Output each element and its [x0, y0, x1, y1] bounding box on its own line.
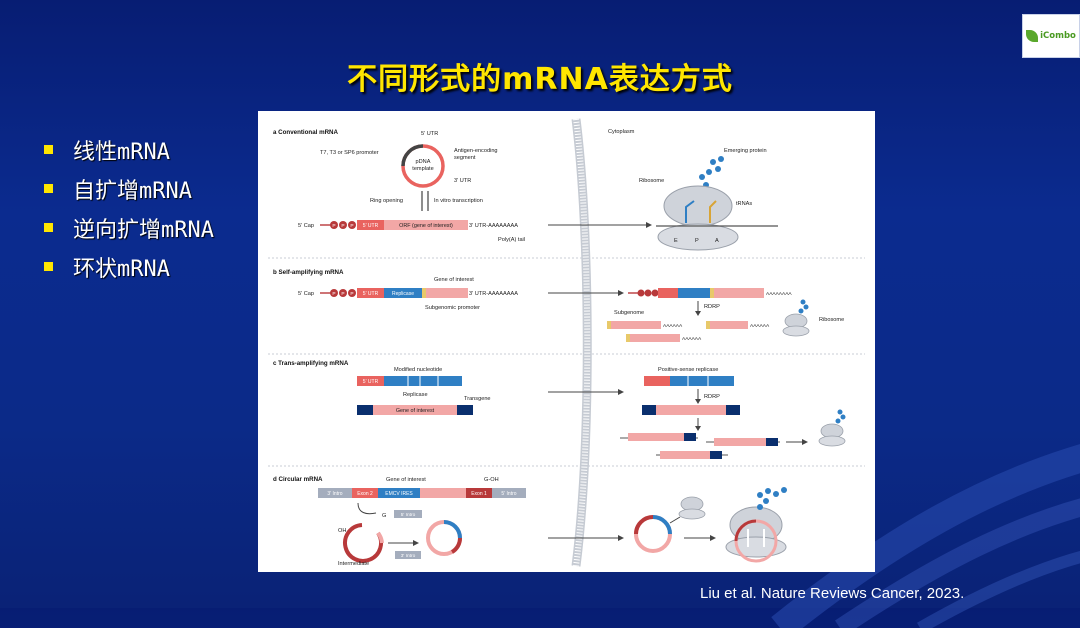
svg-text:tRNAs: tRNAs: [736, 201, 752, 207]
svg-text:G-OH: G-OH: [484, 477, 499, 483]
svg-text:5' Intro: 5' Intro: [401, 512, 416, 518]
svg-text:Intermediate: Intermediate: [338, 561, 369, 567]
svg-text:E: E: [674, 238, 678, 244]
svg-text:Subgenomic promoter: Subgenomic promoter: [425, 305, 480, 311]
svg-text:AAAAAAAA: AAAAAAAA: [766, 291, 792, 297]
svg-text:Positive-sense replicase: Positive-sense replicase: [658, 367, 718, 373]
svg-text:Subgenome: Subgenome: [614, 310, 644, 316]
intermediate-ring: [343, 523, 384, 563]
svg-text:Ribosome: Ribosome: [639, 178, 664, 184]
svg-text:Replicase: Replicase: [392, 291, 414, 297]
svg-text:3' Intro: 3' Intro: [401, 553, 416, 559]
bullet-item: 环状mRNA: [44, 247, 214, 286]
svg-text:3' UTR-AAAAAAAA: 3' UTR-AAAAAAAA: [469, 291, 518, 297]
bullet-item: 自扩增mRNA: [44, 169, 214, 208]
svg-text:Gene of interest: Gene of interest: [434, 277, 474, 283]
svg-text:5' UTR: 5' UTR: [421, 131, 438, 137]
emerging-protein-chain: [699, 156, 724, 188]
svg-text:RDRP: RDRP: [704, 394, 720, 400]
svg-text:AAAAAA: AAAAAA: [682, 336, 702, 342]
svg-text:Gene of interest: Gene of interest: [386, 477, 426, 483]
svg-text:G: G: [382, 513, 386, 519]
leaf-icon: [1026, 30, 1039, 42]
svg-text:pDNA: pDNA: [416, 159, 431, 165]
svg-text:5' UTR: 5' UTR: [363, 223, 379, 229]
svg-text:AAAAAA: AAAAAA: [750, 323, 770, 329]
svg-text:5' Cap: 5' Cap: [298, 291, 314, 297]
bullet-list: 线性mRNA 自扩增mRNA 逆向扩增mRNA 环状mRNA: [44, 130, 214, 286]
svg-text:P: P: [350, 291, 353, 297]
bullet-square-icon: [44, 262, 53, 271]
svg-text:segment: segment: [454, 155, 476, 161]
svg-text:P: P: [350, 223, 353, 229]
svg-text:Gene of interest: Gene of interest: [396, 408, 435, 414]
panel-c-title: c Trans-amplifying mRNA: [273, 360, 349, 367]
svg-text:Exon 2: Exon 2: [357, 491, 373, 497]
svg-text:AAAAAA: AAAAAA: [663, 323, 683, 329]
svg-text:Modified nucleotide: Modified nucleotide: [394, 367, 442, 373]
svg-text:P: P: [332, 291, 335, 297]
svg-text:P: P: [341, 291, 344, 297]
svg-text:OH: OH: [338, 528, 346, 534]
svg-text:P: P: [332, 223, 335, 229]
svg-text:EMCV IRES: EMCV IRES: [385, 491, 413, 497]
svg-text:P: P: [695, 238, 699, 244]
logo-text: iCombo: [1040, 31, 1076, 41]
svg-text:5' Intro: 5' Intro: [501, 491, 516, 497]
svg-text:template: template: [412, 166, 433, 172]
svg-text:5' UTR: 5' UTR: [363, 379, 379, 385]
svg-text:Antigen-encoding: Antigen-encoding: [454, 148, 498, 154]
bullet-square-icon: [44, 223, 53, 232]
bullet-square-icon: [44, 184, 53, 193]
svg-text:Emerging protein: Emerging protein: [724, 148, 767, 154]
panel-b-title: b Self-amplifying mRNA: [273, 269, 344, 276]
svg-text:ORF (gene of interest): ORF (gene of interest): [399, 223, 453, 229]
svg-text:Replicase: Replicase: [403, 392, 428, 398]
svg-text:3' Intro: 3' Intro: [327, 491, 342, 497]
svg-text:In vitro transcription: In vitro transcription: [434, 198, 483, 204]
panel-a-title: a Conventional mRNA: [273, 129, 339, 136]
mrna-diagram: a Conventional mRNA 5' UTR T7, T3 or SP6…: [268, 118, 865, 567]
svg-text:5' Cap: 5' Cap: [298, 223, 314, 229]
svg-text:3' UTR-AAAAAAAA: 3' UTR-AAAAAAAA: [469, 223, 518, 229]
svg-text:3' UTR: 3' UTR: [454, 178, 471, 184]
cell-membrane: [571, 118, 592, 567]
svg-text:P: P: [341, 223, 344, 229]
svg-text:5' UTR: 5' UTR: [363, 291, 379, 297]
svg-text:Ring opening: Ring opening: [370, 198, 403, 204]
svg-text:Poly(A) tail: Poly(A) tail: [498, 237, 525, 243]
slide-title: 不同形式的mRNA表达方式: [347, 62, 733, 97]
ribosome-large-subunit: [663, 185, 733, 227]
svg-text:Ribosome: Ribosome: [819, 317, 844, 323]
svg-text:Cytoplasm: Cytoplasm: [608, 129, 635, 135]
panel-d-title: d Circular mRNA: [273, 476, 323, 483]
mrna-figure: a Conventional mRNA 5' UTR T7, T3 or SP6…: [258, 111, 875, 572]
icombo-logo: iCombo: [1022, 14, 1080, 58]
svg-text:Transgene: Transgene: [464, 396, 491, 402]
bullet-item: 线性mRNA: [44, 130, 214, 169]
bullet-square-icon: [44, 145, 53, 154]
svg-text:A: A: [715, 238, 719, 244]
svg-text:RDRP: RDRP: [704, 304, 720, 310]
citation: Liu et al. Nature Reviews Cancer, 2023.: [700, 585, 965, 602]
svg-text:Exon 1: Exon 1: [471, 491, 487, 497]
svg-text:T7, T3 or SP6 promoter: T7, T3 or SP6 promoter: [320, 150, 379, 156]
bullet-item: 逆向扩增mRNA: [44, 208, 214, 247]
